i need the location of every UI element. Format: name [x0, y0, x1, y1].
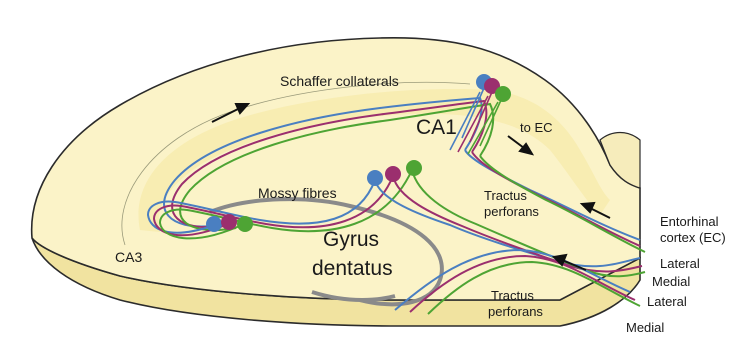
label-lateral-upper: Lateral [660, 256, 700, 271]
label-entorhinal-1: Entorhinal [660, 214, 719, 229]
label-medial-upper: Medial [652, 274, 690, 289]
label-gyrus: Gyrus [323, 228, 379, 251]
dg-neuron-green [406, 160, 422, 176]
label-schaffer: Schaffer collaterals [280, 73, 399, 89]
label-dentatus: dentatus [312, 257, 393, 280]
dg-neuron-purple [385, 166, 401, 182]
label-ca3: CA3 [115, 249, 142, 265]
label-to-ec: to EC [520, 120, 553, 135]
dg-neuron-blue [367, 170, 383, 186]
label-entorhinal-2: cortex (EC) [660, 230, 726, 245]
label-medial-lower: Medial [626, 320, 664, 335]
label-mossy: Mossy fibres [258, 185, 337, 201]
ca3-neurons [206, 214, 253, 232]
ca3-neuron-green [237, 216, 253, 232]
label-tractus-lower-2: perforans [488, 304, 543, 319]
ca3-neuron-blue [206, 216, 222, 232]
ca3-neuron-purple [221, 214, 237, 230]
label-ca1: CA1 [416, 116, 457, 139]
label-tractus-upper-1: Tractus [484, 188, 527, 203]
ca1-neuron-green [495, 86, 511, 102]
label-tractus-lower-1: Tractus [491, 288, 534, 303]
label-tractus-upper-2: perforans [484, 204, 539, 219]
label-lateral-lower: Lateral [647, 294, 687, 309]
